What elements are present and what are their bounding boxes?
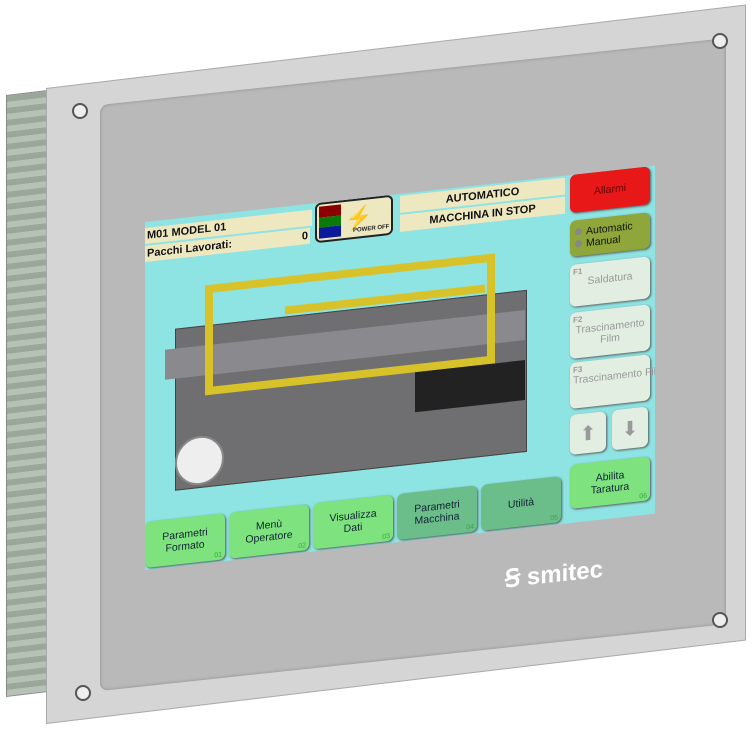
screw-icon [712, 612, 728, 628]
counter-value: 0 [301, 230, 308, 243]
screw-icon [72, 103, 88, 119]
machine-image [165, 249, 535, 510]
scroll-up-arrow-icon[interactable]: ⬆ [570, 411, 606, 456]
rgb-status-icon [319, 204, 341, 239]
screw-icon [75, 685, 91, 701]
alarms-button[interactable]: Allarmi [570, 166, 650, 214]
hmi-screen: M01 MODEL 01 Pacchi Lavorati:0 ⚡POWER OF… [145, 165, 655, 570]
mode-selector[interactable]: Automatic Manual [570, 212, 650, 258]
power-bolt-icon: ⚡POWER OFF [345, 203, 390, 235]
smitec-s-icon: Ꞩ [505, 564, 521, 594]
screw-icon [712, 33, 728, 49]
scroll-down-arrow-icon[interactable]: ⬇ [612, 406, 648, 451]
power-status[interactable]: ⚡POWER OFF [315, 194, 393, 244]
